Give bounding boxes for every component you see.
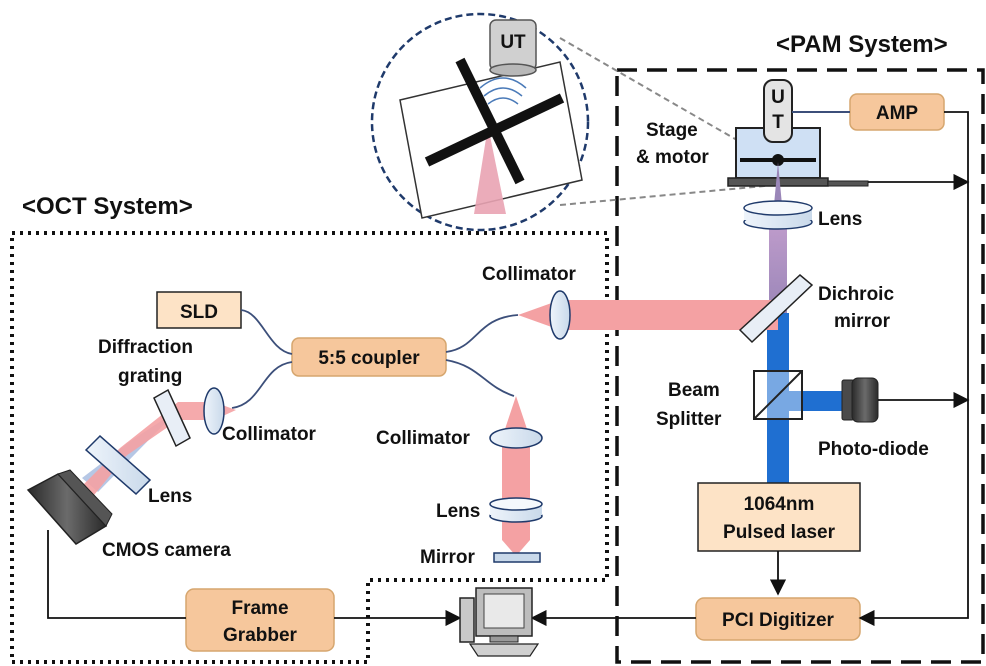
dichroic-mirror [738,274,814,344]
amp-label: AMP [876,103,919,124]
laser-label-1: 1064nm [744,494,815,515]
pci-digitizer-label: PCI Digitizer [722,610,835,631]
stage-assembly: U T [727,79,869,205]
beam-splitter [753,370,803,420]
laser-label-2: Pulsed laser [723,522,836,543]
pam-focus-cone [774,162,782,205]
diffraction-label-2: grating [118,366,182,387]
spectrometer-lens-label: Lens [148,486,192,507]
cmos-camera-label: CMOS camera [102,540,231,561]
pam-blue-beam-to-diode [778,391,848,411]
frame-grabber-label-2: Grabber [223,625,298,646]
stage-label-1: Stage [646,120,698,141]
pulsed-laser-box [697,482,861,552]
inset-acoustic-wave [487,97,519,105]
photo-diode-device [841,377,879,423]
reference-collimator-label: Collimator [376,428,471,449]
sample-collimator [549,290,571,340]
inset-acoustic-wave-2 [483,87,523,97]
diffraction-label-1: Diffraction [98,337,193,358]
optical-fibers [231,309,519,409]
pam-system-boundary [615,68,985,664]
beam-splitter-label-2: Splitter [656,409,722,430]
sample-collimator-label: Collimator [482,264,577,285]
reference-lens-label: Lens [436,501,480,522]
ut-inset-label: UT [500,32,526,53]
ut-transducer-inset: UT [489,19,537,77]
pam-purple-beam [769,205,787,313]
oct-system-boundary [10,231,609,664]
oct-system-title: <OCT System> [22,193,193,220]
photo-diode-label: Photo-diode [818,439,929,460]
cmos-camera-device [26,469,113,545]
reference-lens [489,497,543,523]
motor-bar [827,180,869,187]
spectrometer-lens [84,434,152,496]
zoom-guide-bottom [559,184,776,206]
dichroic-label-1: Dichroic [818,284,894,305]
zoom-guide-top [559,37,776,163]
frame-grabber-label-1: Frame [231,598,288,619]
reference-collimator [489,427,543,449]
sample-dot [772,154,784,166]
coupler-label: 5:5 coupler [318,348,420,369]
pam-lens-label: Lens [818,209,862,230]
coupler-box [291,337,447,377]
diffraction-grating [153,388,191,448]
reference-beam [502,396,530,556]
ut-probe-u: U [771,87,785,108]
inset-acoustic-wave-3 [479,77,527,89]
stage-label-2: & motor [636,147,709,168]
inset-cross-bar-2 [424,93,565,167]
reference-mirror-label: Mirror [420,547,476,568]
oct-signal-wires [47,530,462,627]
inset-cross-bar-1 [455,57,525,185]
spectrometer-collimator-label: Collimator [222,424,317,445]
inset-light-cone [474,126,506,214]
pam-system-title: <PAM System> [776,31,948,58]
ut-probe-t: T [772,112,784,133]
pam-signal-wires [530,111,970,627]
computer-icon [459,587,540,657]
frame-grabber-box [185,588,335,652]
sample-zoom-inset: UT [370,12,776,232]
reference-mirror [493,552,541,563]
pam-lens [743,200,813,230]
oct-sample-beam [518,300,778,330]
beam-splitter-label-1: Beam [668,380,720,401]
dichroic-label-2: mirror [834,311,891,332]
spectrometer-collimator [203,387,225,435]
sld-label: SLD [180,302,218,323]
